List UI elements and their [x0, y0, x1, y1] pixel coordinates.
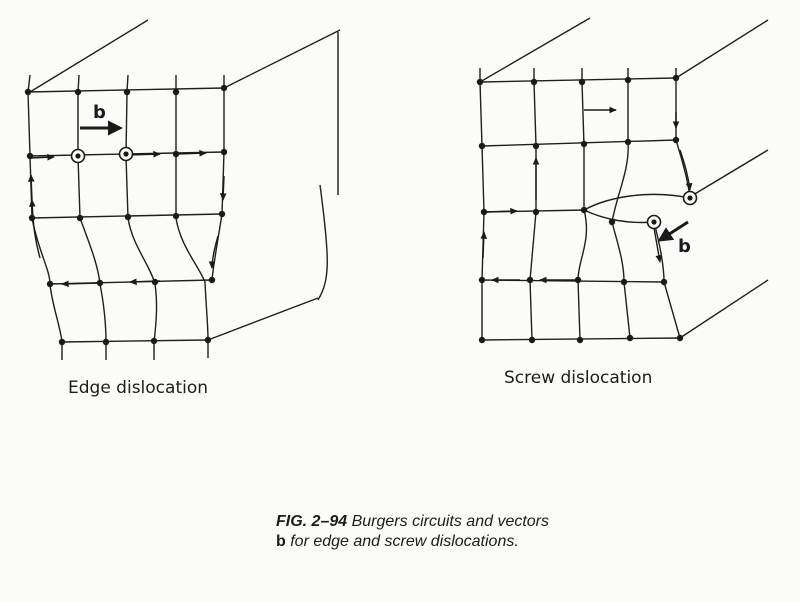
caption-figure-id: FIG. 2–94 — [276, 513, 348, 530]
caption-text-a: Burgers circuits and vectors — [347, 513, 550, 530]
caption-vector: b — [276, 533, 286, 550]
edge-circuit-endpoints — [70, 146, 134, 164]
screw-lattice-nodes — [476, 74, 684, 344]
screw-burgers-vector: b — [657, 220, 691, 257]
edge-dislocation-label: Edge dislocation — [68, 378, 209, 398]
screw-dislocation-lattice — [479, 17, 769, 341]
figure-caption: FIG. 2–94 Burgers circuits and vectors b… — [276, 512, 556, 552]
edge-lattice-nodes — [24, 84, 228, 346]
screw-burgers-circuit — [480, 106, 693, 284]
caption-text-b: for edge and screw dislocations. — [285, 533, 519, 550]
screw-vector-label: b — [678, 236, 691, 257]
dislocation-diagram: b — [24, 17, 769, 360]
edge-burgers-vector: b — [80, 102, 123, 136]
screw-dislocation-label: Screw dislocation — [504, 368, 653, 388]
edge-dislocation-lattice — [27, 19, 341, 360]
edge-vector-label: b — [93, 102, 106, 123]
screw-circuit-endpoints — [646, 190, 698, 230]
